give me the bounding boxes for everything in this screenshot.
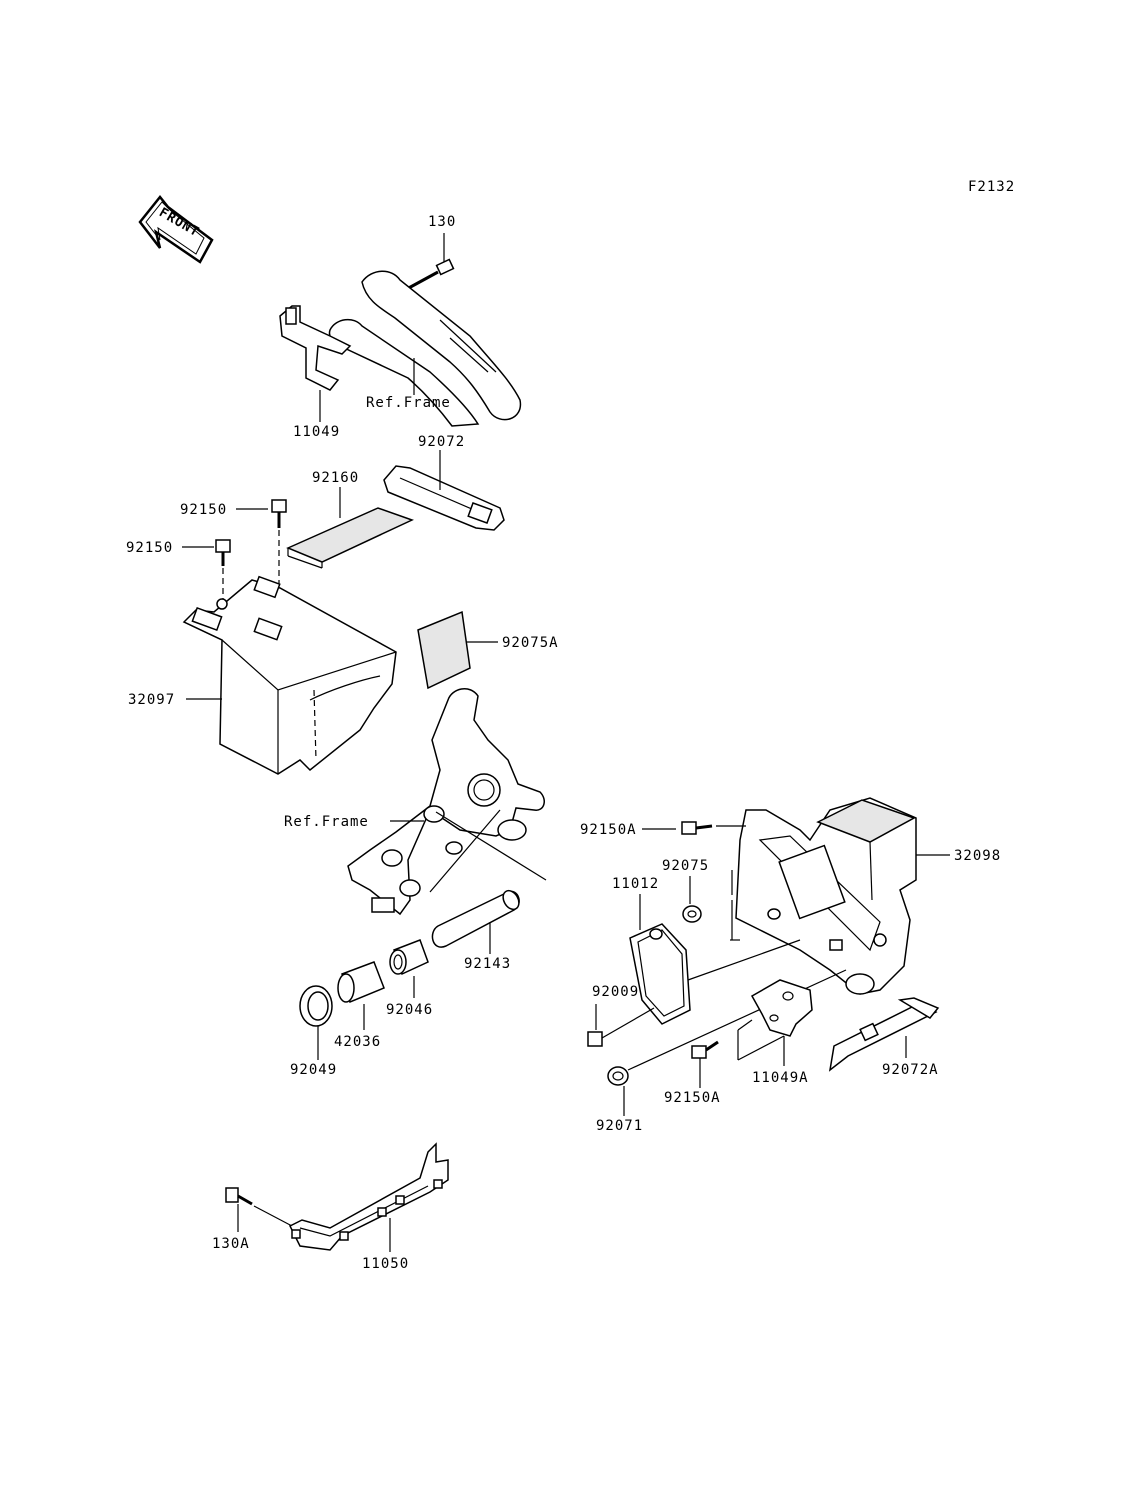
label-32098: 32098 <box>954 848 1001 864</box>
bolt-92150-left <box>215 539 231 566</box>
label-92150a-bottom: 92150A <box>664 1090 721 1106</box>
cover-11012 <box>629 923 691 1025</box>
bolt-130 <box>404 233 455 292</box>
label-92075: 92075 <box>662 858 709 874</box>
bolt-92150a-top <box>681 821 713 835</box>
label-92075a: 92075A <box>502 635 559 651</box>
label-92071: 92071 <box>596 1118 643 1134</box>
pad-92160 <box>286 507 414 569</box>
frame-pivot-mid <box>347 688 547 916</box>
label-92150-left: 92150 <box>126 540 173 556</box>
tube-92143 <box>431 889 520 948</box>
pad-92075a <box>417 610 471 690</box>
label-92150a-top: 92150A <box>580 822 637 838</box>
bolt-92150a-bottom <box>691 1040 719 1059</box>
sleeve-42036 <box>337 961 385 1004</box>
label-92046: 92046 <box>386 1002 433 1018</box>
label-11012: 11012 <box>612 876 659 892</box>
case-32098 <box>735 797 917 995</box>
label-92072: 92072 <box>418 434 465 450</box>
bracket-11049 <box>279 305 352 391</box>
screw-92009 <box>587 1007 655 1047</box>
label-92143: 92143 <box>464 956 511 972</box>
label-11049: 11049 <box>293 424 340 440</box>
label-92072a: 92072A <box>882 1062 939 1078</box>
label-11049a: 11049A <box>752 1070 809 1086</box>
label-92049: 92049 <box>290 1062 337 1078</box>
label-ref-frame-top: Ref.Frame <box>366 395 451 411</box>
label-92009: 92009 <box>592 984 639 1000</box>
label-130a: 130A <box>212 1236 250 1252</box>
bearing-92046 <box>389 939 429 976</box>
strap-92072a <box>828 997 940 1072</box>
diagram-code: F2132 <box>968 179 1015 195</box>
frame-tube-top <box>328 270 522 427</box>
front-arrow-icon: FRONT <box>138 194 214 264</box>
bolt-92150-top <box>271 499 287 528</box>
bracket-11050 <box>288 1142 449 1251</box>
label-32097: 32097 <box>128 692 175 708</box>
strap-92072 <box>383 465 505 531</box>
label-11050: 11050 <box>362 1256 409 1272</box>
grommet-92075 <box>682 905 702 923</box>
label-ref-frame-mid: Ref.Frame <box>284 814 369 830</box>
seal-92049 <box>299 985 333 1027</box>
label-130: 130 <box>428 214 456 230</box>
nut-92071 <box>607 1066 629 1086</box>
bolt-130a <box>225 1187 253 1206</box>
label-42036: 42036 <box>334 1034 381 1050</box>
label-92160: 92160 <box>312 470 359 486</box>
label-92150-top: 92150 <box>180 502 227 518</box>
bracket-11049a <box>750 979 813 1037</box>
cover-32097 <box>182 575 397 775</box>
